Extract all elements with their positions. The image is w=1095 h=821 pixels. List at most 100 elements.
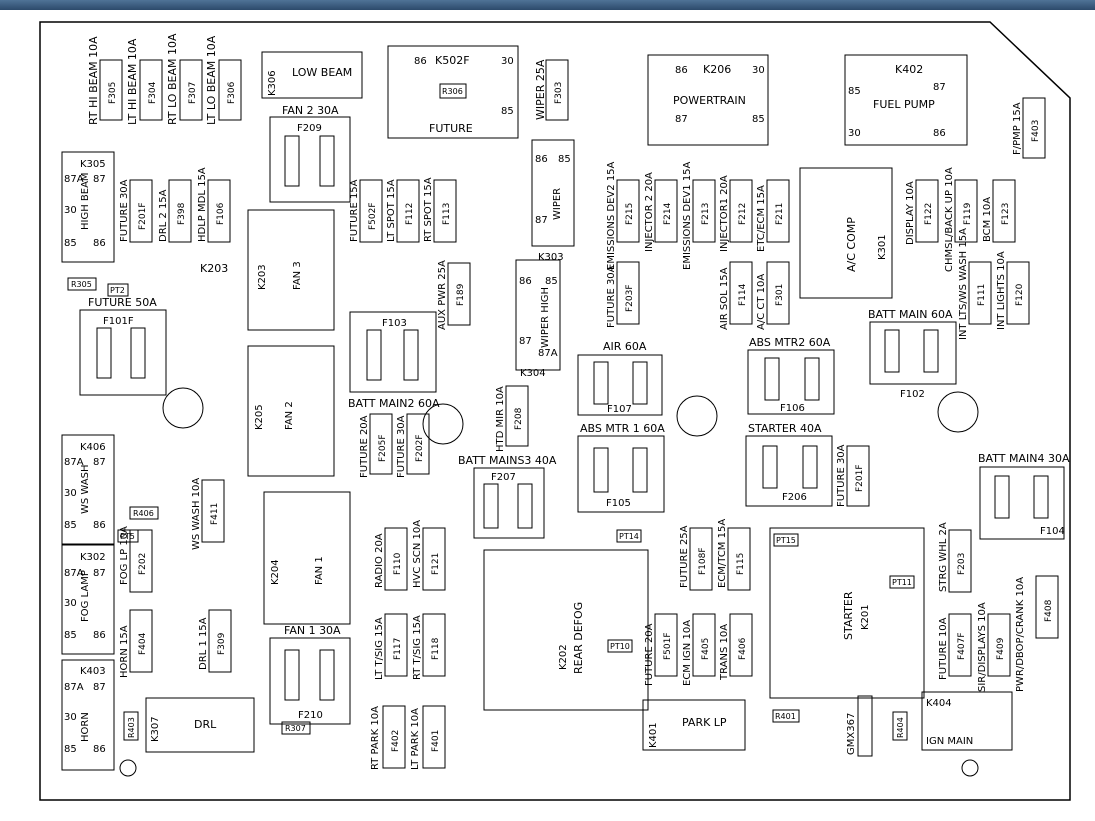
svg-text:F404: F404: [138, 632, 148, 655]
svg-text:85: 85: [501, 106, 514, 117]
svg-text:F403: F403: [1031, 120, 1041, 142]
fuse-f202f: F202F: [406, 413, 430, 475]
svg-text:86: 86: [933, 128, 946, 139]
svg-text:K404: K404: [926, 698, 952, 709]
svg-text:85: 85: [848, 86, 861, 97]
svg-text:87: 87: [93, 568, 106, 579]
svg-text:86: 86: [93, 520, 106, 531]
svg-text:F103: F103: [382, 318, 407, 329]
fuse-f307: F307: [179, 59, 203, 121]
svg-text:87: 87: [519, 336, 532, 347]
svg-text:HORN: HORN: [80, 712, 91, 742]
fan2-30a-label: FAN 2 30A: [282, 104, 339, 117]
svg-text:87: 87: [675, 114, 688, 125]
f-pmp-label: F/PMP 15A: [1012, 102, 1023, 155]
svg-text:F189: F189: [456, 283, 466, 306]
lt-lo-beam-label: LT LO BEAM 10A: [205, 35, 218, 125]
svg-text:F114: F114: [738, 283, 748, 306]
fuse-f209: F209: [269, 116, 351, 203]
r403: R403: [123, 711, 139, 741]
svg-text:FUEL PUMP: FUEL PUMP: [873, 98, 935, 111]
starter-40a-label: STARTER 40A: [748, 422, 822, 435]
mounting-hole: [961, 759, 979, 777]
fuse-f502f: F502F: [359, 179, 383, 243]
fuse-f110: F110: [384, 527, 408, 591]
svg-text:K205: K205: [254, 404, 265, 430]
relay-k307: K307 DRL: [145, 697, 255, 753]
future-30a-label: FUTURE 30A: [119, 179, 130, 242]
fuse-f106-large: F106: [747, 349, 835, 415]
fuse-f114: F114: [729, 261, 753, 325]
pt14: PT14: [616, 529, 642, 543]
batt-main2-label: BATT MAIN2 60A: [348, 397, 440, 410]
relay-k302: K302 87A 87 30 85 86 FOG LAMP: [61, 543, 115, 655]
strg-whl-label: STRG WHL 2A: [938, 522, 949, 592]
fuse-f208: F208: [505, 385, 529, 447]
relay-k206: K206 86 30 POWERTRAIN 87 85: [647, 54, 769, 146]
svg-text:K307: K307: [150, 716, 161, 742]
svg-text:F409: F409: [996, 637, 1006, 660]
svg-text:F117: F117: [393, 638, 403, 660]
svg-text:F215: F215: [625, 203, 635, 225]
relay-k305: K305 87A 87 30 85 86 HIGH BEAM: [61, 151, 115, 263]
rt-hi-beam-label: RT HI BEAM 10A: [87, 36, 100, 125]
fog-lp-label: FOG LP 10A: [119, 526, 130, 585]
relay-k301: A/C COMP K301: [799, 167, 893, 299]
svg-text:FAN 3: FAN 3: [292, 261, 303, 290]
svg-text:FAN 1: FAN 1: [314, 556, 325, 585]
svg-text:DRL: DRL: [194, 718, 217, 731]
future-30a-f201f2-label: FUTURE 30A: [836, 444, 847, 507]
fuse-f117: F117: [384, 613, 408, 677]
relay-k201: STARTER K201: [769, 527, 925, 699]
fuse-f201f: F201F: [129, 179, 153, 243]
fuse-f501f: F501F: [654, 613, 678, 677]
svg-text:K306: K306: [267, 70, 278, 96]
mounting-hole: [119, 759, 137, 777]
pt2: PT2: [107, 283, 129, 297]
emissions-dev1-label: EMISSIONS DEV1 15A: [682, 161, 693, 270]
board-outline: [39, 21, 1071, 801]
svg-text:87A: 87A: [538, 348, 558, 359]
svg-text:PT14: PT14: [619, 532, 639, 541]
svg-text:FOG LAMP: FOG LAMP: [80, 570, 91, 622]
svg-text:F113: F113: [442, 203, 452, 225]
svg-text:K401: K401: [648, 722, 659, 748]
svg-text:F120: F120: [1015, 283, 1025, 306]
svg-text:87: 87: [93, 457, 106, 468]
svg-text:F122: F122: [924, 203, 934, 225]
rt-park-label: RT PARK 10A: [370, 706, 381, 770]
air-60a-label: AIR 60A: [603, 340, 647, 353]
k303-label: K303: [538, 252, 564, 263]
int-lights-label: INT LIGHTS 10A: [996, 251, 1007, 330]
lt-park-label: LT PARK 10A: [410, 708, 421, 770]
fuse-f103: F103: [349, 311, 437, 393]
rt-lo-beam-label: RT LO BEAM 10A: [166, 33, 179, 125]
radio-label: RADIO 20A: [374, 533, 385, 588]
future-30a-f203f-label: FUTURE 30A: [606, 265, 617, 328]
svg-text:30: 30: [501, 56, 514, 67]
fuse-f101f: F101F: [79, 309, 167, 396]
abs-mtr2-label: ABS MTR2 60A: [749, 336, 831, 349]
svg-text:K502F: K502F: [435, 54, 470, 67]
svg-text:F115: F115: [736, 553, 746, 575]
relay-k502f: K502F 86 30 R306 85 FUTURE: [387, 45, 519, 139]
svg-text:F209: F209: [297, 123, 322, 134]
svg-text:K305: K305: [80, 159, 106, 170]
svg-text:F104: F104: [1040, 526, 1065, 537]
svg-text:30: 30: [752, 65, 765, 76]
future-50a-label: FUTURE 50A: [88, 296, 157, 309]
chmsl-label: CHMSL/BACK UP 10A: [944, 167, 955, 272]
svg-text:K206: K206: [703, 63, 731, 76]
hdlp-mdl-label: HDLP MDL 15A: [197, 167, 208, 242]
svg-text:R403: R403: [127, 717, 136, 738]
fuse-f211: F211: [766, 179, 790, 243]
svg-text:PT10: PT10: [610, 642, 630, 651]
fuse-f214: F214: [654, 179, 678, 243]
svg-text:F398: F398: [177, 202, 187, 225]
fuse-f108f: F108F: [689, 527, 713, 591]
fuse-f203f: F203F: [616, 261, 640, 325]
relay-k202: K202 REAR DEFOG: [483, 549, 649, 711]
lt-spot-label: LT SPOT 15A: [386, 179, 397, 242]
bcm-label: BCM 10A: [982, 197, 993, 242]
wiper-25a-label: WIPER 25A: [534, 59, 547, 120]
